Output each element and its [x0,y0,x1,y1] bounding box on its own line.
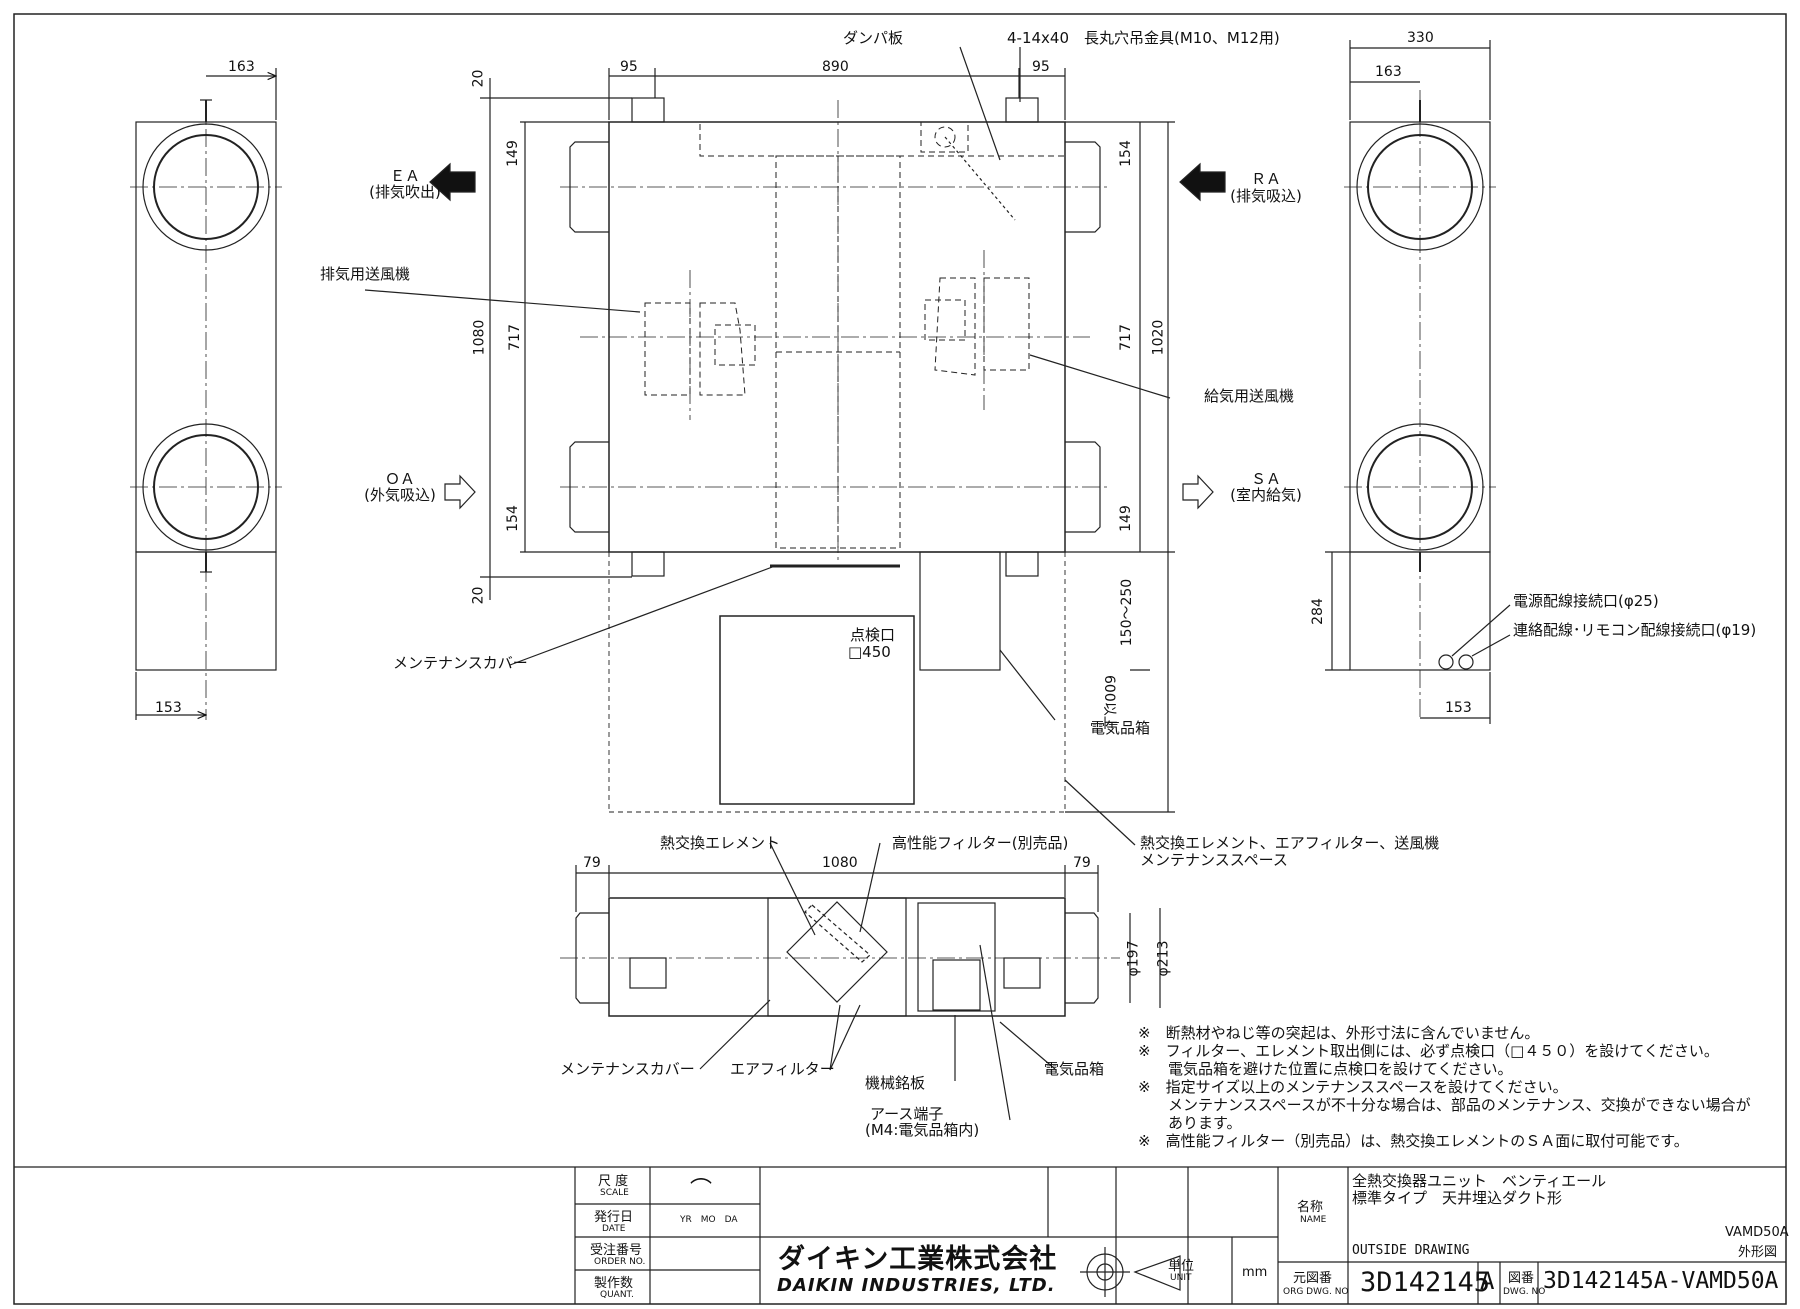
note-line: ※ フィルター、エレメント取出側には、必ず点検口（□４５０）を設けてください。 [1138,1042,1719,1060]
tb-model: VAMD50A [1725,1225,1789,1240]
tb-dwg-jp: 図番 [1508,1271,1535,1286]
label-exhaust-fan: 排気用送風機 [320,265,411,283]
label-sa-name: (室内給気) [1230,486,1302,504]
tb-date-jp: 発行日 [594,1210,634,1225]
tb-name-en: NAME [1300,1215,1327,1225]
tb-product-line1: 全熱交換器ユニット ベンティエール [1352,1172,1607,1190]
plan-dim-890: 890 [822,59,849,75]
tb-quant-en: QUANT. [600,1290,634,1300]
label-earth-terminal-note: (M4:電気品箱内) [865,1121,980,1139]
right-dim-284: 284 [1309,598,1326,625]
note-line: ※ 断熱材やねじ等の突起は、外形寸法に含んでいません。 [1138,1024,1540,1042]
right-dim-330: 330 [1407,30,1434,46]
label-maintenance-cover: メンテナンスカバー [393,654,528,672]
tb-date-en: DATE [602,1224,626,1234]
label-ra-code: ＲＡ [1250,170,1282,188]
plan-dim-150-250: 150～250 [1119,578,1136,647]
plan-view [364,46,1226,846]
bottom-dim-79-left: 79 [583,855,601,871]
left-side-view [130,68,282,720]
tb-drawing-type: 外形図 [1738,1245,1778,1260]
plan-dim-20-bottom: 20 [470,586,487,605]
note-line: 電気品箱を避けた位置に点検口を設けてください。 [1138,1060,1513,1078]
label-damper: ダンパ板 [843,29,904,47]
tb-unit-jp: 単位 [1168,1259,1195,1274]
plan-dim-1020: 1020 [1150,319,1167,356]
bottom-dim-1080: 1080 [822,855,858,871]
note-line: メンテナンススペースが不十分な場合は、部品のメンテナンス、交換ができない場合が [1138,1096,1751,1114]
right-dim-153: 153 [1445,700,1472,716]
tb-org-en: ORG DWG. NO [1283,1287,1349,1297]
bottom-dim-phi197: φ197 [1125,940,1142,977]
label-ea-name: (排気吹出) [369,183,441,201]
left-dim-163: 163 [228,59,255,75]
company-logo-jp: ダイキン工業株式会社 [778,1244,1058,1275]
tb-quant-jp: 製作数 [594,1276,634,1291]
plan-dim-149-right: 149 [1117,505,1134,532]
plan-dim-20-top: 20 [470,69,487,88]
label-electric-box: 電気品箱 [1090,719,1151,737]
label-hp-filter: 高性能フィルター(別売品) [892,834,1069,852]
tb-dwg-en: DWG. NO [1503,1287,1546,1297]
tb-org-number: 3D142145 [1360,1267,1491,1298]
company-logo-en: DAIKIN INDUSTRIES, LTD. [777,1275,1056,1296]
right-side-view [1325,40,1511,724]
label-oa-code: ＯＡ [384,470,416,488]
tb-name-jp: 名称 [1297,1200,1324,1215]
bottom-dim-79-right: 79 [1073,855,1091,871]
tb-revision: A [1480,1267,1495,1295]
plan-dim-95-right: 95 [1032,59,1050,75]
label-hx-element: 熱交換エレメント [660,834,781,852]
label-air-filter: エアフィルター [730,1060,835,1078]
label-maint-space-1: 熱交換エレメント、エアフィルター、送風機 [1140,834,1440,852]
label-inspection-port: 点検口 [850,626,896,644]
label-power-port: 電源配線接続口(φ25) [1513,592,1659,610]
plan-dim-149-left: 149 [504,140,521,167]
label-maintenance-cover-2: メンテナンスカバー [560,1060,695,1078]
right-dim-163: 163 [1375,64,1402,80]
plan-dim-95-left: 95 [620,59,638,75]
plan-dim-717-right: 717 [1117,324,1134,351]
tb-outside-drawing: OUTSIDE DRAWING [1352,1243,1470,1258]
label-sa-code: ＳＡ [1250,470,1282,488]
title-block-lines [14,1166,1786,1304]
label-earth-terminal: アース端子 [870,1105,944,1123]
label-maint-space-2: メンテナンススペース [1140,851,1288,869]
tb-scale-value: ⌒ [690,1178,713,1203]
tb-product-line2: 標準タイプ 天井埋込ダクト形 [1352,1189,1563,1207]
label-hanger: 4-14x40 長丸穴吊金具(M10、M12用) [1007,29,1280,47]
plan-dim-717-left: 717 [506,324,523,351]
label-electric-box-2: 電気品箱 [1044,1060,1105,1078]
label-supply-fan: 給気用送風機 [1204,387,1295,405]
label-ra-name: (排気吸込) [1230,187,1302,205]
tb-scale-jp: 尺 度 [598,1174,629,1189]
plan-dim-1080: 1080 [471,319,488,356]
label-oa-name: (外気吸込) [364,486,436,504]
tb-order-en: ORDER NO. [594,1257,646,1267]
label-ea-code: ＥＡ [389,167,421,185]
label-comm-port: 連絡配線･リモコン配線接続口(φ19) [1513,621,1757,639]
tb-unit-en: UNIT [1170,1273,1192,1283]
tb-order-jp: 受注番号 [590,1243,643,1258]
tb-org-jp: 元図番 [1293,1271,1333,1286]
label-inspection-size: □450 [848,643,891,661]
bottom-dim-phi213: φ213 [1155,940,1172,977]
tb-dwg-number: 3D142145A-VAMD50A [1543,1268,1779,1294]
tb-unit-value: mm [1242,1265,1268,1280]
bottom-front-view [560,842,1161,1121]
left-dim-153: 153 [155,700,182,716]
note-line: ※ 高性能フィルター（別売品）は、熱交換エレメントのＳＡ面に取付可能です。 [1138,1132,1689,1150]
plan-dim-154-right: 154 [1117,140,1134,167]
plan-dim-154-left: 154 [504,505,521,532]
label-nameplate: 機械銘板 [865,1074,926,1092]
note-line: あります。 [1138,1114,1242,1132]
note-line: ※ 指定サイズ以上のメンテナンススペースを設けてください。 [1138,1078,1568,1096]
tb-date-value: YR MO DA [680,1215,738,1225]
tb-scale-en: SCALE [600,1188,629,1198]
notes-block: ※ 断熱材やねじ等の突起は、外形寸法に含んでいません。 ※ フィルター、エレメン… [1138,1024,1751,1150]
